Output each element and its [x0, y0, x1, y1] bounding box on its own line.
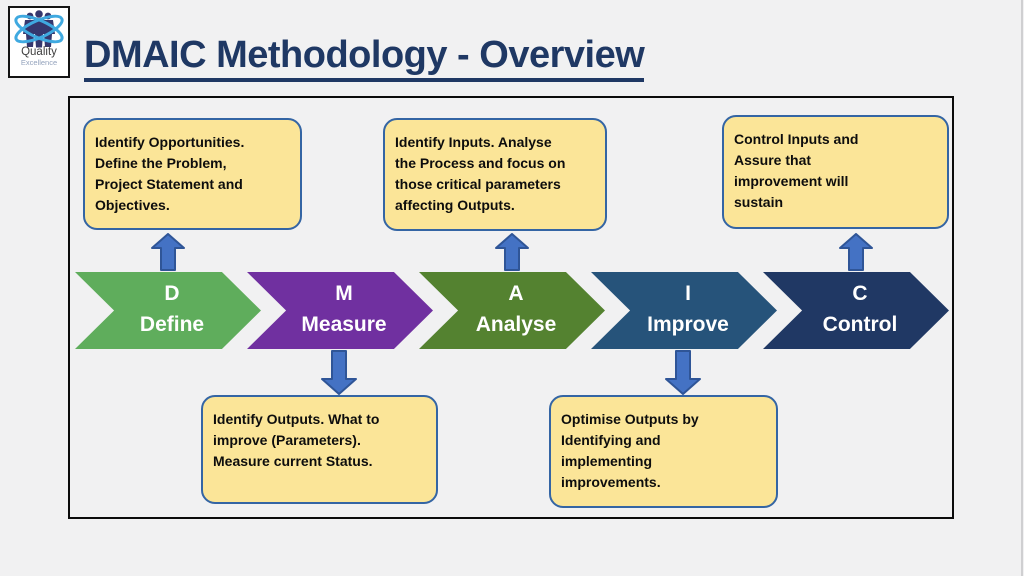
people-orbit-icon	[14, 10, 64, 48]
define-up-arrow-icon	[151, 233, 185, 271]
slide-right-edge	[1021, 0, 1023, 576]
chevron-label: Analyse	[475, 313, 557, 337]
control-up-arrow-icon	[839, 233, 873, 271]
chevron-letter: C	[852, 281, 868, 305]
improve-down-arrow-icon	[665, 350, 701, 395]
chevron-letter: A	[508, 281, 524, 305]
define-callout: Identify Opportunities. Define the Probl…	[83, 118, 302, 230]
chevron-letter: M	[335, 281, 353, 305]
analyse-chevron: A Analyse	[419, 272, 605, 349]
page-title: DMAIC Methodology - Overview	[84, 34, 645, 82]
logo-text-excellence: Excellence	[20, 58, 58, 67]
chevron-label: Control	[822, 313, 898, 337]
analyse-callout: Identify Inputs. Analyse the Process and…	[383, 118, 607, 231]
measure-chevron: M Measure	[247, 272, 433, 349]
measure-callout: Identify Outputs. What to improve (Param…	[201, 395, 438, 504]
measure-down-arrow-icon	[321, 350, 357, 395]
chevron-letter: I	[685, 281, 691, 305]
improve-callout: Optimise Outputs by Identifying and impl…	[549, 395, 778, 508]
chevron-label: Measure	[301, 313, 387, 337]
chevron-label: Define	[139, 313, 205, 337]
dmaic-diagram-frame: Identify Opportunities. Define the Probl…	[68, 96, 954, 519]
chevron-label: Improve	[647, 313, 729, 337]
quality-excellence-logo: Quality Excellence	[8, 6, 70, 78]
improve-chevron: I Improve	[591, 272, 777, 349]
control-chevron: C Control	[763, 272, 949, 349]
define-chevron: D Define	[75, 272, 261, 349]
chevron-letter: D	[164, 281, 180, 305]
logo-text-quality: Quality	[21, 46, 57, 58]
control-callout: Control Inputs and Assure that improveme…	[722, 115, 949, 229]
analyse-up-arrow-icon	[495, 233, 529, 271]
